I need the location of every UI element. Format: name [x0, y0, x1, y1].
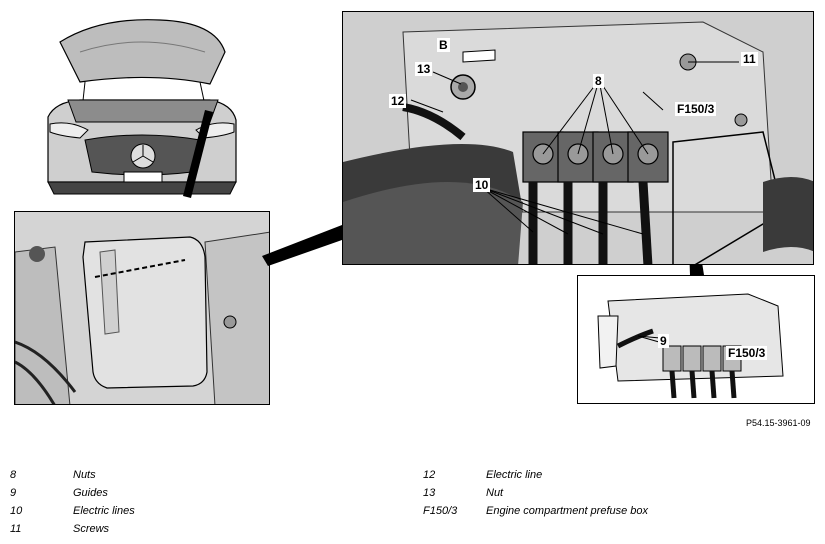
callout-f150-3-inset: F150/3	[726, 346, 768, 360]
prefuse-box-inset-drawing	[578, 276, 814, 403]
prefuse-box-inset-panel: 9 F150/3	[577, 275, 815, 404]
callout-13: 13	[415, 62, 433, 76]
engine-bay-detail-drawing	[15, 212, 269, 404]
callout-10: 10	[473, 178, 491, 192]
callout-b: B	[437, 38, 450, 52]
callout-12: 12	[389, 94, 407, 108]
vehicle-illustration	[47, 19, 237, 195]
engine-bay-detail-panel	[14, 211, 270, 405]
figure-reference: P54.15-3961-09	[746, 418, 811, 428]
prefuse-box-main-panel: B 13 12 8 11 F150/3 10	[342, 11, 814, 265]
callout-11: 11	[741, 52, 758, 66]
prefuse-box-drawing	[343, 12, 813, 264]
callout-f150-3: F150/3	[675, 102, 717, 116]
callout-8: 8	[593, 74, 604, 88]
callout-9: 9	[658, 334, 669, 348]
